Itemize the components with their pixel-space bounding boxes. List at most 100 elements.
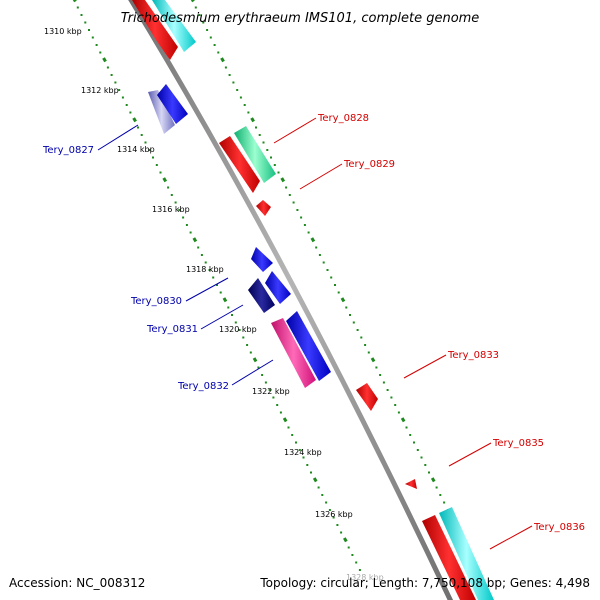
scale-minor-tick [114, 81, 117, 84]
gene-label-tery-0831[interactable]: Tery_0831 [146, 324, 198, 335]
scale-minor-tick [174, 201, 177, 204]
scale-minor-tick [238, 329, 241, 331]
scale-minor-tick [84, 21, 87, 24]
scale-tick-label: 1312 kbp [81, 86, 119, 95]
scale-minor-tick [212, 276, 215, 279]
gene-reverse-block[interactable] [251, 247, 273, 272]
scale-minor-tick [390, 396, 393, 399]
scale-major-tick [192, 237, 198, 243]
scale-minor-tick [106, 66, 109, 69]
gene-forward-block[interactable] [356, 383, 378, 411]
cds-forward-block[interactable] [152, 0, 196, 52]
scale-tick-label: 1314 kbp [117, 145, 155, 154]
gene-reverse-block[interactable] [286, 311, 331, 381]
scale-minor-tick [295, 441, 297, 444]
scale-minor-tick [435, 486, 438, 489]
scale-minor-tick [99, 51, 102, 54]
scale-minor-tick [234, 321, 237, 324]
gene-forward-block[interactable] [422, 515, 476, 600]
scale-minor-tick [296, 209, 299, 211]
scale-tick-label: 1328 kbp [346, 573, 384, 582]
gene-forward-block[interactable] [219, 136, 260, 193]
scale-minor-tick [268, 389, 271, 391]
scale-minor-tick [258, 134, 261, 136]
scale-minor-tick [330, 276, 333, 279]
gene-reverse-block[interactable] [265, 271, 291, 304]
gene-label-tery-0827[interactable]: Tery_0827 [42, 145, 94, 156]
scale-minor-tick [76, 6, 79, 9]
scale-minor-tick [336, 524, 339, 526]
scale-major-tick [400, 417, 406, 423]
scale-minor-tick [194, 6, 197, 9]
gene-label-tery-0835[interactable]: Tery_0835 [492, 438, 544, 449]
scale-minor-tick [405, 426, 408, 429]
cds-reverse-block[interactable] [148, 90, 175, 134]
scale-minor-tick [170, 194, 173, 196]
gene-label-tery-0833[interactable]: Tery_0833 [447, 350, 499, 361]
scale-minor-tick [334, 284, 336, 286]
scale-minor-tick [397, 411, 400, 414]
gene-forward-block[interactable] [256, 200, 271, 216]
scale-minor-tick [88, 29, 90, 31]
scale-minor-tick [321, 494, 324, 496]
scale-tick-labels: 1310 kbp 1312 kbp 1314 kbp 1316 kbp 1318… [44, 27, 384, 582]
scale-minor-tick [276, 404, 279, 406]
gene-reverse-block[interactable] [157, 84, 188, 124]
scale-minor-tick [91, 36, 94, 39]
gene-label-tery-0828[interactable]: Tery_0828 [317, 113, 369, 124]
cds-reverse-pink-block[interactable] [271, 318, 316, 388]
gene-label-tery-0830[interactable]: Tery_0830 [130, 296, 182, 307]
genome-backbone [128, 0, 454, 600]
genome-summary-text: Topology: circular; Length: 7,750,108 bp… [259, 576, 590, 590]
scale-minor-tick [247, 111, 250, 114]
leader-line-tery-0829 [299, 163, 343, 190]
leader-line-tery-0835 [448, 442, 492, 467]
gene-forward-block[interactable] [405, 479, 417, 489]
scale-major-tick [340, 297, 346, 303]
scale-tick-label: 1324 kbp [284, 448, 322, 457]
scale-major-tick [72, 0, 77, 3]
scale-minor-tick [287, 426, 290, 429]
scale-minor-tick [208, 269, 211, 271]
scale-major-tick [162, 177, 168, 183]
scale-minor-tick [300, 216, 303, 219]
scale-minor-tick [121, 96, 124, 99]
scale-minor-tick [236, 89, 239, 91]
scale-minor-tick [288, 194, 291, 196]
cds-forward-block[interactable] [439, 507, 494, 600]
scale-minor-tick [413, 441, 415, 444]
scale-minor-tick [200, 254, 203, 256]
scale-minor-tick [228, 74, 231, 76]
scale-minor-tick [209, 36, 212, 39]
leader-line-tery-0832 [231, 359, 274, 386]
leader-line-tery-0833 [403, 354, 447, 379]
gene-label-tery-0836[interactable]: Tery_0836 [533, 522, 585, 533]
gene-label-tery-0829[interactable]: Tery_0829 [343, 159, 395, 170]
scale-minor-tick [262, 141, 265, 144]
scale-minor-tick [197, 246, 200, 249]
scale-minor-tick [364, 344, 367, 346]
scale-minor-tick [298, 449, 301, 451]
gene-reverse-dark-block[interactable] [248, 278, 275, 313]
scale-minor-tick [202, 21, 205, 24]
scale-minor-tick [310, 471, 312, 474]
scale-minor-tick [255, 126, 257, 129]
scale-minor-tick [345, 306, 348, 309]
scale-minor-tick [285, 186, 288, 189]
scale-minor-tick [242, 336, 245, 339]
scale-minor-tick [358, 569, 361, 571]
scale-major-tick [222, 297, 228, 303]
gene-forward-block[interactable] [132, 0, 178, 60]
scale-minor-tick [337, 291, 340, 294]
gene-label-tery-0832[interactable]: Tery_0832 [177, 381, 229, 392]
cds-forward-alt-block[interactable] [234, 126, 276, 183]
scale-minor-tick [206, 29, 209, 31]
scale-major-tick [220, 57, 225, 63]
scale-minor-tick [272, 396, 275, 399]
scale-minor-tick [227, 306, 230, 309]
scale-minor-tick [332, 516, 335, 519]
leader-line-tery-0831 [200, 304, 244, 330]
scale-minor-tick [322, 261, 325, 264]
scale-major-tick [312, 477, 318, 483]
scale-tick-label: 1310 kbp [44, 27, 82, 36]
